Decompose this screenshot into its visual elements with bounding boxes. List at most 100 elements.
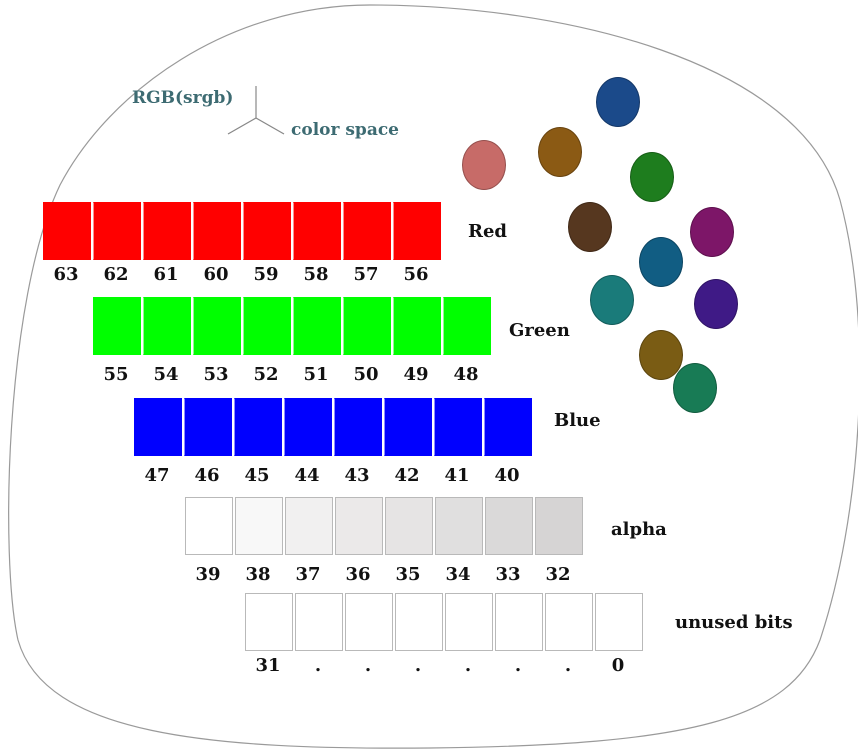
bit-cell xyxy=(393,202,441,260)
bit-cell xyxy=(143,202,191,260)
bit-number: 35 xyxy=(395,564,421,585)
color-space-caption: color space xyxy=(291,120,400,140)
bit-number: 47 xyxy=(144,465,170,486)
bit-number: . xyxy=(514,655,522,676)
channel-row xyxy=(134,398,534,458)
bit-number: . xyxy=(314,655,322,676)
bit-number: 53 xyxy=(203,364,229,385)
bit-cell xyxy=(535,497,583,555)
bit-cell xyxy=(485,497,533,555)
color-swatch-dot xyxy=(590,275,634,325)
bit-cell xyxy=(384,398,432,456)
bit-number: . xyxy=(564,655,572,676)
bit-cell xyxy=(545,593,593,651)
bit-number: 0 xyxy=(611,655,625,676)
bit-cell xyxy=(343,297,391,355)
color-swatch-dot xyxy=(596,77,640,127)
bit-number: 62 xyxy=(103,264,129,285)
bit-number: 44 xyxy=(294,465,320,486)
bit-cell xyxy=(184,398,232,456)
bit-number: 42 xyxy=(394,465,420,486)
bit-number: 33 xyxy=(495,564,521,585)
bit-cell xyxy=(484,398,532,456)
bit-cell xyxy=(93,202,141,260)
bit-cell xyxy=(243,297,291,355)
color-swatch-dot xyxy=(568,202,612,252)
bit-cell xyxy=(193,202,241,260)
color-swatch-dot xyxy=(690,207,734,257)
bit-number: 46 xyxy=(194,465,220,486)
bit-cell xyxy=(393,297,441,355)
bit-cell xyxy=(435,497,483,555)
bit-cell xyxy=(335,497,383,555)
bit-number: 31 xyxy=(255,655,281,676)
bit-cell xyxy=(345,593,393,651)
color-swatch-dot xyxy=(694,279,738,329)
bit-cell xyxy=(343,202,391,260)
channel-label: Red xyxy=(468,221,507,242)
color-swatch-dot xyxy=(639,330,683,380)
bit-cell xyxy=(193,297,241,355)
channel-row xyxy=(245,593,645,653)
color-swatch-dot xyxy=(639,237,683,287)
bit-cell xyxy=(443,297,491,355)
color-swatch-dot xyxy=(462,140,506,190)
channel-row xyxy=(43,202,443,262)
bit-cell xyxy=(234,398,282,456)
bit-cell xyxy=(134,398,182,456)
channel-row xyxy=(93,297,493,357)
bit-number: 54 xyxy=(153,364,179,385)
bit-number: 51 xyxy=(303,364,329,385)
bit-cell xyxy=(434,398,482,456)
bit-number: 58 xyxy=(303,264,329,285)
bit-number: 56 xyxy=(403,264,429,285)
color-swatch-dot xyxy=(538,127,582,177)
bit-number: 57 xyxy=(353,264,379,285)
channel-label: unused bits xyxy=(675,612,793,633)
bit-number: 55 xyxy=(103,364,129,385)
bit-number: 36 xyxy=(345,564,371,585)
bit-cell xyxy=(235,497,283,555)
bit-cell xyxy=(293,297,341,355)
bit-number: 43 xyxy=(344,465,370,486)
bit-cell xyxy=(595,593,643,651)
bit-number: 60 xyxy=(203,264,229,285)
bit-number: 40 xyxy=(494,465,520,486)
color-space-name: RGB(srgb) xyxy=(132,88,234,108)
bit-cell xyxy=(284,398,332,456)
bit-cell xyxy=(395,593,443,651)
channel-label: Blue xyxy=(554,410,601,431)
bit-number: 50 xyxy=(353,364,379,385)
bit-cell xyxy=(295,593,343,651)
bit-number: 49 xyxy=(403,364,429,385)
bit-number: 45 xyxy=(244,465,270,486)
bit-number: 41 xyxy=(444,465,470,486)
bit-number: . xyxy=(414,655,422,676)
bit-cell xyxy=(334,398,382,456)
bit-cell xyxy=(185,497,233,555)
channel-row xyxy=(185,497,585,557)
color-swatch-dot xyxy=(630,152,674,202)
bit-number: 52 xyxy=(253,364,279,385)
color-swatch-dot xyxy=(673,363,717,413)
bit-cell xyxy=(293,202,341,260)
bit-cell xyxy=(495,593,543,651)
bit-number: . xyxy=(364,655,372,676)
bit-number: 39 xyxy=(195,564,221,585)
bit-cell xyxy=(385,497,433,555)
bit-cell xyxy=(285,497,333,555)
bit-cell xyxy=(245,593,293,651)
bit-number: 59 xyxy=(253,264,279,285)
bit-number: 37 xyxy=(295,564,321,585)
bit-number: 32 xyxy=(545,564,571,585)
bit-cell xyxy=(43,202,91,260)
channel-label: Green xyxy=(509,320,570,341)
channel-label: alpha xyxy=(611,519,667,540)
bit-cell xyxy=(445,593,493,651)
bit-cell xyxy=(143,297,191,355)
bit-cell xyxy=(93,297,141,355)
bit-number: 34 xyxy=(445,564,471,585)
bit-number: 63 xyxy=(53,264,79,285)
